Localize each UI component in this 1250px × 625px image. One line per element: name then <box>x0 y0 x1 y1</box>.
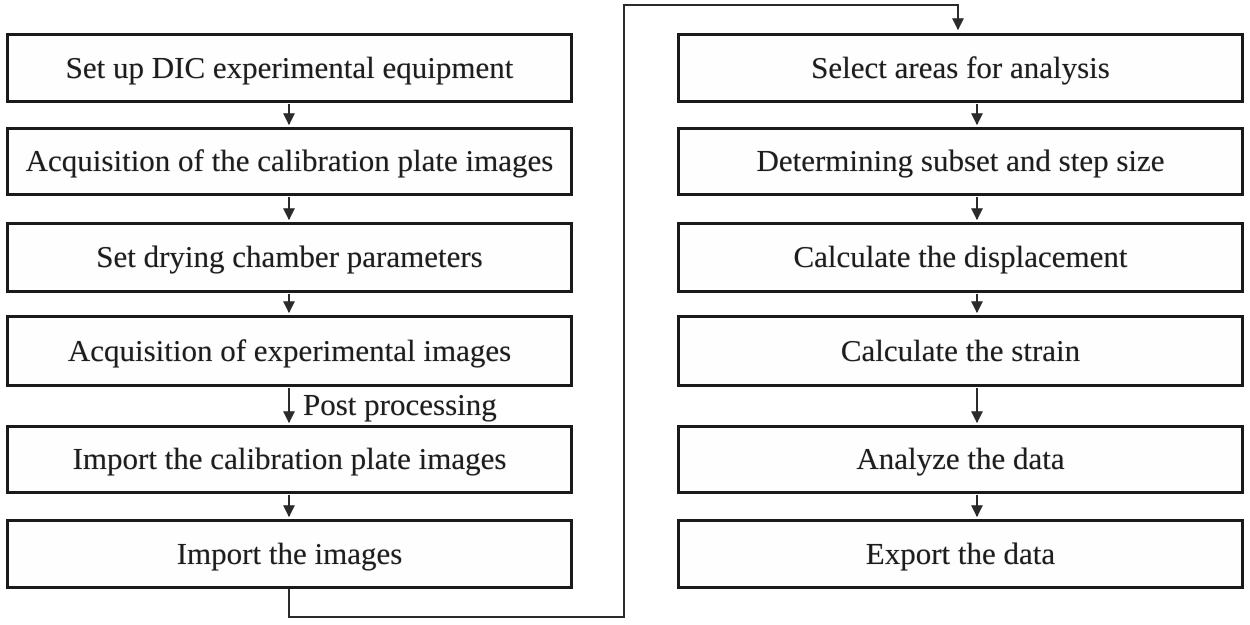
flow-step-setup-equipment: Set up DIC experimental equipment <box>6 33 573 103</box>
flow-step-acquire-calibration-images: Acquisition of the calibration plate ima… <box>6 127 573 196</box>
flow-step-calc-strain: Calculate the strain <box>677 315 1244 387</box>
flow-step-acquire-experimental-images: Acquisition of experimental images <box>6 315 573 387</box>
flow-step-import-calibration-images: Import the calibration plate images <box>6 425 573 494</box>
flow-step-import-images: Import the images <box>6 519 573 589</box>
flow-step-calc-displacement: Calculate the displacement <box>677 222 1244 293</box>
flow-step-select-areas: Select areas for analysis <box>677 33 1244 103</box>
edge-label-post-processing: Post processing <box>303 387 497 422</box>
flow-step-subset-step-size: Determining subset and step size <box>677 127 1244 196</box>
flow-step-export-data: Export the data <box>677 519 1244 589</box>
feedback-connector-line <box>288 4 964 618</box>
flow-step-analyze-data: Analyze the data <box>677 425 1244 494</box>
flow-step-set-chamber-params: Set drying chamber parameters <box>6 222 573 293</box>
